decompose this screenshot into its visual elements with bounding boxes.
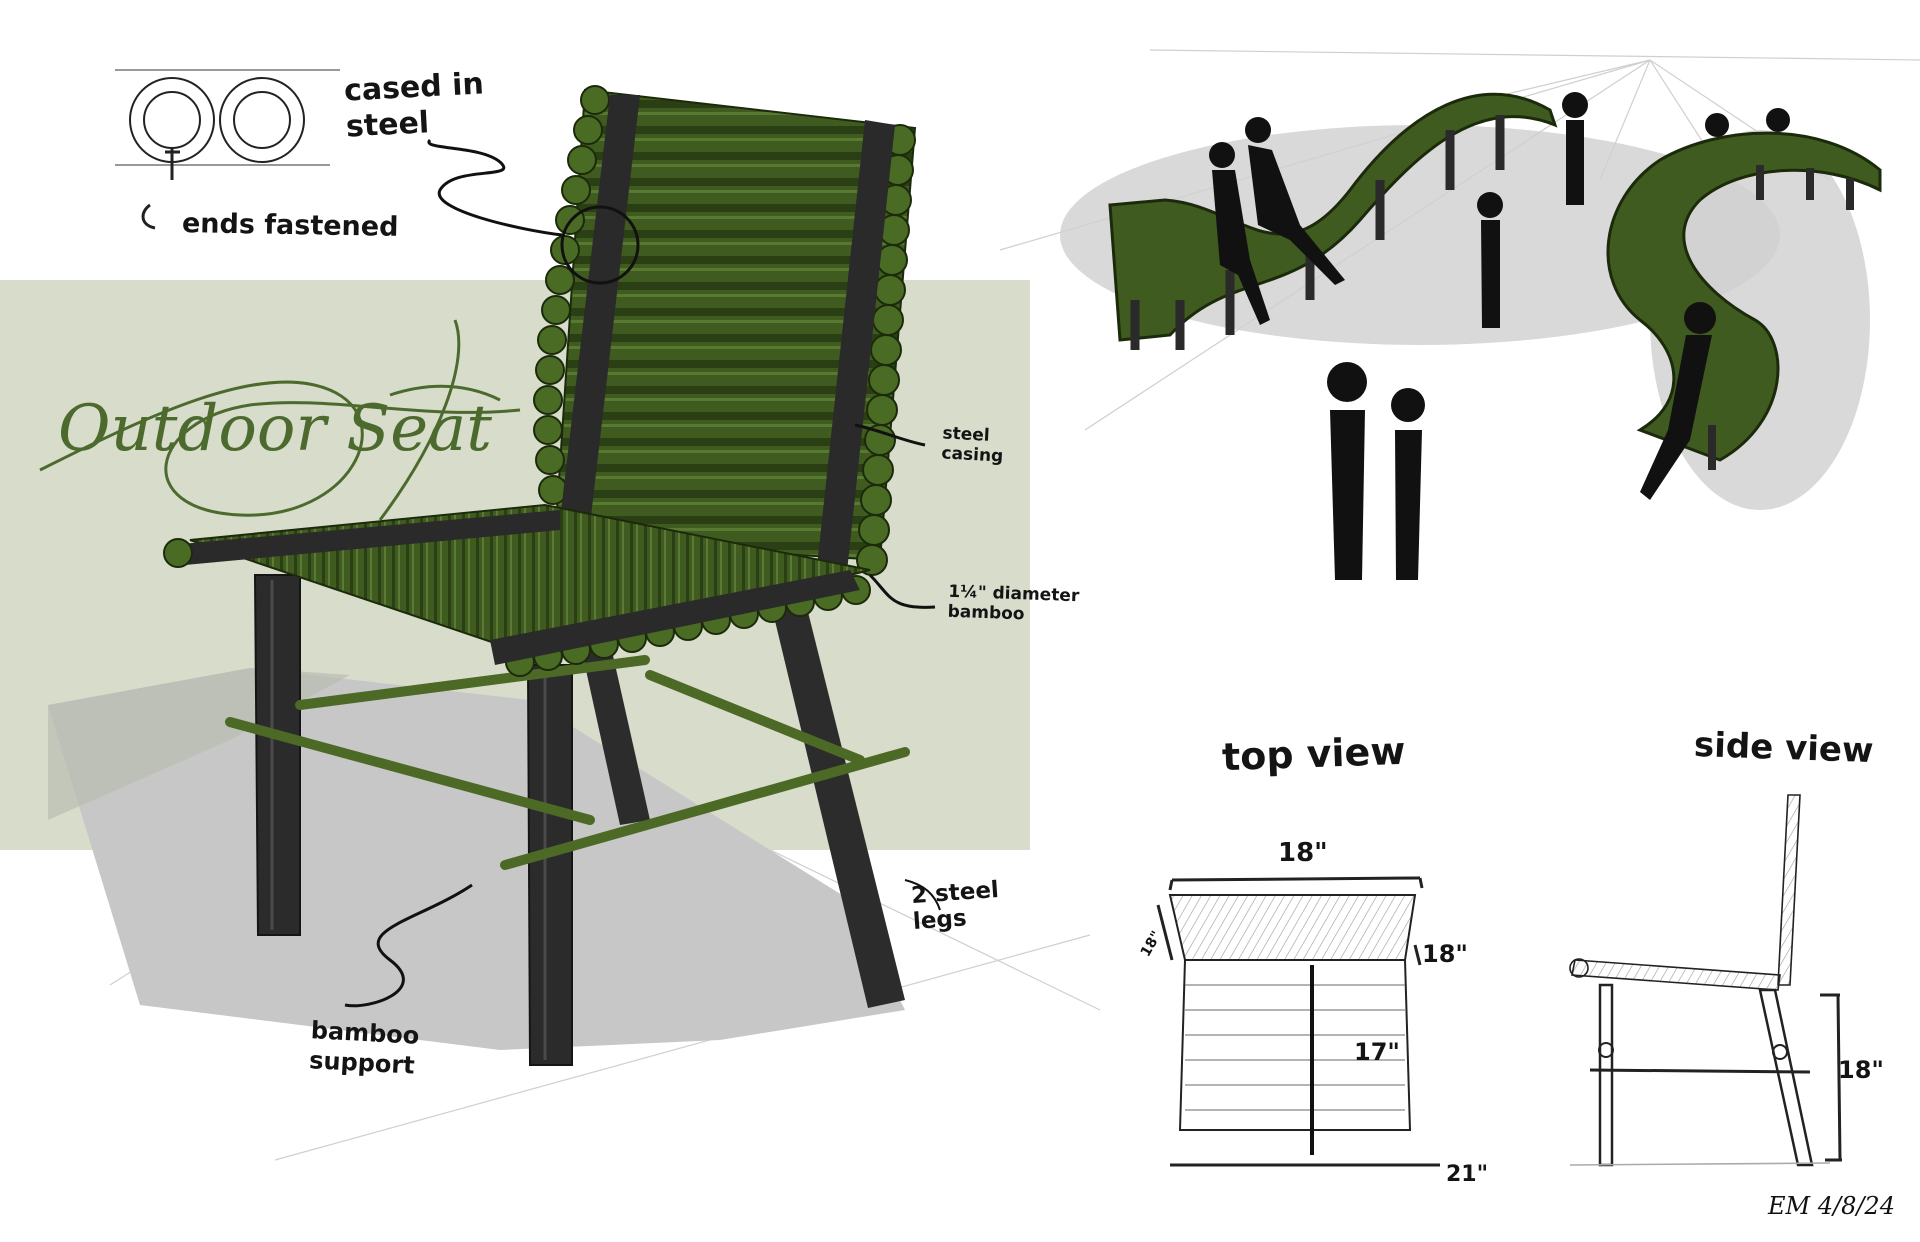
label-ends-fastened: ends fastened: [181, 208, 399, 243]
figure-icon: [1209, 92, 1790, 580]
side-view-label: side view: [1693, 724, 1875, 772]
dim-right-depth: 18": [1422, 940, 1468, 968]
front-left-leg: [253, 574, 301, 936]
title-text: Outdoor Seat: [58, 392, 492, 466]
top-view-label: top view: [1221, 728, 1407, 780]
side-view-drawing: [1569, 794, 1842, 1167]
detail-callout-circle: [560, 205, 640, 285]
title-script: [39, 319, 521, 521]
back-left-casing: [560, 95, 640, 525]
label-bamboo-support: bamboo support: [308, 1016, 420, 1080]
dim-bottom-width: 21": [1446, 1162, 1489, 1187]
seat-left-casing: [170, 510, 560, 565]
bench-scene: [1060, 92, 1882, 580]
bamboo-end-detail-icon: [115, 69, 340, 230]
label-cased-in-steel: cased in steel: [343, 66, 485, 145]
top-view-drawing: [1156, 876, 1440, 1167]
dim-seat-height: 18": [1838, 1056, 1884, 1084]
label-bamboo-diameter: 1¼" diameter bamboo: [947, 581, 1080, 625]
seat-right-casing: [490, 570, 860, 665]
label-steel-casing: steel casing: [940, 423, 1004, 467]
label-steel-legs: 2 steel legs: [910, 877, 1000, 935]
wave-bench-2: [1606, 131, 1882, 462]
back-right-leg: [770, 600, 905, 1008]
back-right-casing: [815, 120, 895, 590]
dim-seat-length: 17": [1354, 1038, 1400, 1066]
front-right-leg: [526, 664, 573, 1066]
artist-signature: EM 4/8/24: [1768, 1192, 1895, 1220]
back-right-bamboo-ends: [856, 124, 916, 576]
dim-top-width: 18": [1278, 838, 1328, 868]
bamboo-supports: [225, 655, 910, 870]
title-lettering: Outdoor Seat: [58, 392, 492, 466]
